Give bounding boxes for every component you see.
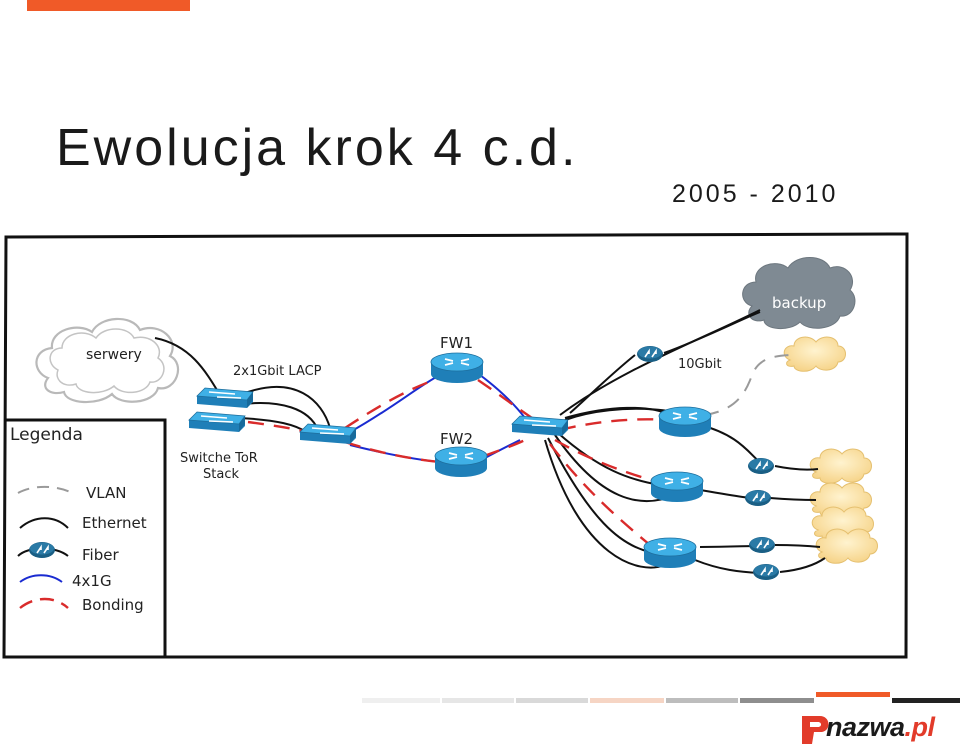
router-fw1 bbox=[430, 352, 484, 384]
tor-switch-stack bbox=[188, 387, 254, 433]
fw2-label: FW2 bbox=[440, 430, 473, 448]
yellow-cloud bbox=[809, 448, 872, 484]
footer-strip bbox=[362, 698, 440, 703]
legend-title: Legenda bbox=[10, 425, 83, 445]
legend: Legenda VLAN Ethernet Fiber 4x1G Bonding bbox=[4, 418, 167, 657]
backup-label: backup bbox=[772, 294, 826, 312]
aggregation-switch-left bbox=[299, 423, 357, 445]
ethernet-links bbox=[154, 309, 826, 574]
fw1-label: FW1 bbox=[440, 334, 473, 352]
router-edge-3 bbox=[643, 537, 697, 569]
servers-label: serwery bbox=[86, 347, 142, 363]
logo-text: nazwa.pl bbox=[826, 712, 935, 743]
slide-years: 2005 - 2010 bbox=[672, 180, 839, 208]
fiber-transceiver-icon bbox=[748, 536, 776, 554]
backup-cloud bbox=[742, 257, 856, 329]
bonding-links bbox=[247, 376, 669, 546]
legend-blue-swatch bbox=[19, 574, 63, 583]
legend-label-fiber: Fiber bbox=[82, 546, 119, 564]
legend-vlan-swatch bbox=[17, 485, 71, 494]
legend-bonding-swatch bbox=[19, 597, 69, 609]
legend-ethernet-swatch bbox=[19, 517, 69, 529]
footer-strip bbox=[516, 698, 588, 703]
lacp-label: 2x1Gbit LACP bbox=[233, 364, 322, 379]
yellow-cloud bbox=[783, 336, 846, 372]
router-edge-2 bbox=[650, 471, 704, 503]
footer-strip bbox=[442, 698, 514, 703]
legend-label-bonding: Bonding bbox=[82, 596, 144, 614]
legend-label-vlan: VLAN bbox=[86, 484, 126, 502]
legend-fiber-icon bbox=[28, 541, 56, 559]
footer-strip bbox=[816, 692, 890, 697]
slide-title: Ewolucja krok 4 c.d. bbox=[56, 119, 579, 177]
legend-label-4x1g: 4x1G bbox=[72, 572, 112, 590]
fiber-transceiver-icon bbox=[636, 345, 664, 363]
servers-cloud bbox=[35, 317, 180, 404]
footer-strip bbox=[666, 698, 738, 703]
tor-label-line2: Stack bbox=[203, 467, 239, 482]
yellow-cloud bbox=[815, 528, 878, 564]
fiber-transceiver-icon bbox=[747, 457, 775, 475]
footer-strip bbox=[590, 698, 664, 703]
diagram-frame bbox=[2, 232, 909, 659]
legend-label-ethernet: Ethernet bbox=[82, 514, 147, 532]
fiber-transceiver-icon bbox=[744, 489, 772, 507]
accent-top-bar bbox=[27, 0, 190, 11]
nazwa-logo-icon bbox=[802, 716, 829, 744]
tengig-label: 10Gbit bbox=[678, 357, 722, 372]
router-edge-1 bbox=[658, 406, 712, 438]
logo-text-main: nazwa bbox=[826, 712, 905, 742]
footer-strip bbox=[740, 698, 814, 703]
router-fw2 bbox=[434, 446, 488, 478]
footer-strip bbox=[892, 698, 960, 703]
blue-links bbox=[349, 374, 526, 463]
fiber-transceiver-icon bbox=[752, 563, 780, 581]
core-switch bbox=[511, 415, 569, 437]
logo-text-suffix: .pl bbox=[904, 712, 936, 742]
tor-label-line1: Switche ToR bbox=[180, 451, 258, 466]
